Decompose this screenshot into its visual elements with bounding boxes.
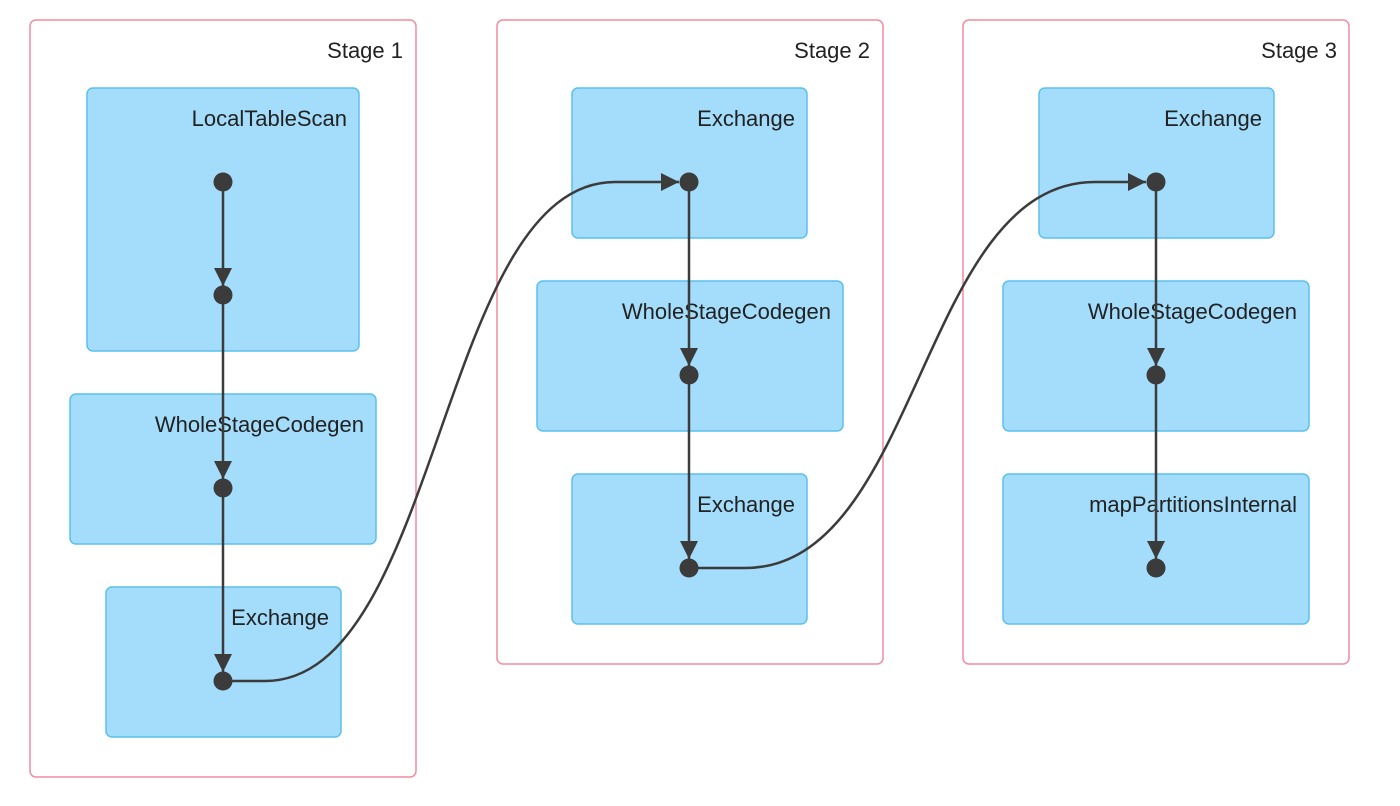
node-dot[interactable] xyxy=(679,365,699,385)
operator-label: mapPartitionsInternal xyxy=(1089,492,1297,517)
operator-label: Exchange xyxy=(697,492,795,517)
operator-label: Exchange xyxy=(697,106,795,131)
node-dot[interactable] xyxy=(1146,172,1166,192)
node-dot[interactable] xyxy=(1146,558,1166,578)
operator-label: WholeStageCodegen xyxy=(622,299,831,324)
node-dot[interactable] xyxy=(213,172,233,192)
operator-label: WholeStageCodegen xyxy=(155,412,364,437)
edge-cross-stage-2-3 xyxy=(689,173,1146,570)
node-dot[interactable] xyxy=(1146,365,1166,385)
node-dot[interactable] xyxy=(213,671,233,691)
operator-label: Exchange xyxy=(231,605,329,630)
node-dot[interactable] xyxy=(213,285,233,305)
operator-label: WholeStageCodegen xyxy=(1088,299,1297,324)
operator-label: Exchange xyxy=(1164,106,1262,131)
node-dot[interactable] xyxy=(213,478,233,498)
stage-2-label: Stage 2 xyxy=(794,38,870,63)
operator-exchange[interactable]: Exchange xyxy=(1038,87,1275,239)
stage-3-label: Stage 3 xyxy=(1261,38,1337,63)
stage-1-label: Stage 1 xyxy=(327,38,403,63)
node-dot[interactable] xyxy=(679,172,699,192)
operator-exchange[interactable]: Exchange xyxy=(571,87,808,239)
edges xyxy=(214,173,1165,683)
node-dot[interactable] xyxy=(679,558,699,578)
node-dots xyxy=(213,172,1166,691)
operator-label: LocalTableScan xyxy=(192,106,347,131)
edge-cross-stage-1-2 xyxy=(223,173,679,683)
